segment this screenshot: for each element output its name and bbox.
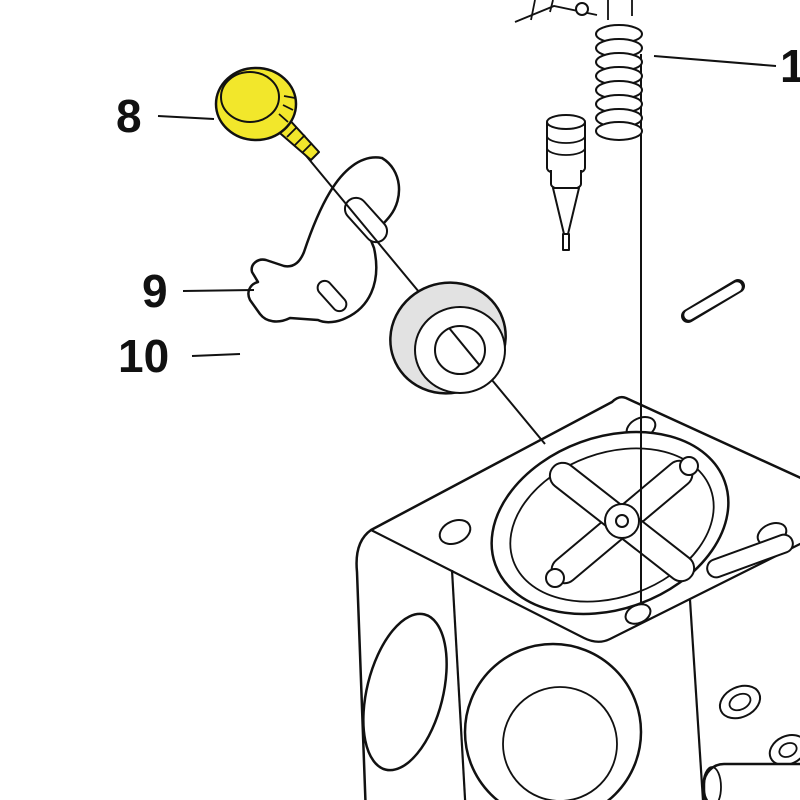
hub-pin <box>615 514 629 528</box>
needle-valve[interactable] <box>546 114 586 251</box>
needle-tip <box>562 233 570 251</box>
inlet-boss <box>702 762 800 800</box>
callout-10-label[interactable]: 10 <box>118 330 169 382</box>
callout-9-leader <box>182 289 255 292</box>
highlighted-screw[interactable] <box>214 66 320 161</box>
callout-8-leader <box>157 115 215 120</box>
callout-1-leader <box>653 55 777 67</box>
top-cutoff-linkage <box>514 0 633 23</box>
lever-small-slot <box>316 279 348 313</box>
side-port-ellipse <box>362 612 448 772</box>
callout-9-label[interactable]: 9 <box>142 265 168 317</box>
coil-spring[interactable] <box>595 24 643 141</box>
screw-boss <box>679 456 699 476</box>
metering-chamber <box>490 430 794 616</box>
cylindrical-bushing[interactable] <box>375 266 522 409</box>
lever-slot-hole <box>343 196 389 244</box>
lever-bracket[interactable] <box>247 156 401 324</box>
top-face-lower-left-edge <box>370 529 800 643</box>
bushing-bore <box>434 325 486 375</box>
callout-10-leader <box>191 353 241 357</box>
screw-head-top <box>220 71 280 123</box>
knurl-lines <box>278 95 296 123</box>
left-face-divider-edge <box>450 569 467 800</box>
right-face-bosses <box>702 684 800 800</box>
right-face-divider-edge <box>688 599 705 800</box>
callout-8-label[interactable]: 8 <box>116 90 142 142</box>
venturi-bore <box>463 642 643 800</box>
thread-lines <box>286 126 313 153</box>
slot-hole <box>706 533 794 579</box>
screw-boss <box>545 568 565 588</box>
carburetor-body[interactable] <box>349 395 800 800</box>
callout-1-label[interactable]: 1 <box>780 40 800 92</box>
dowel-pin[interactable] <box>681 279 745 323</box>
